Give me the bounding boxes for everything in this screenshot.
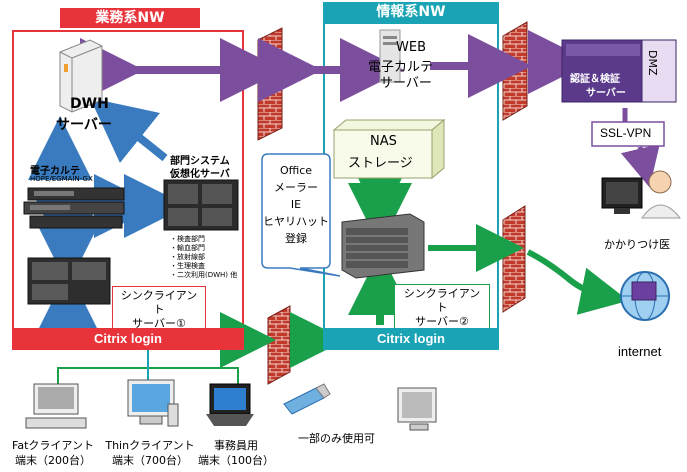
dwh-server-icon <box>59 39 103 113</box>
nas-box <box>332 118 446 180</box>
arrow-vpn-doctor <box>620 143 660 188</box>
fat-terminal-label-1: Fatクライアント <box>12 439 94 452</box>
ssl-vpn-label: SSL-VPN <box>600 126 652 140</box>
firewall-2 <box>502 21 528 121</box>
office-terminal-label-2: 端末（100台） <box>198 454 274 467</box>
office-callout-line-3: IE <box>290 198 302 211</box>
web-server-icon <box>379 29 401 83</box>
restricted-terminal-icon <box>397 387 437 431</box>
office-terminal-label: 事務員用 端末（100台） <box>196 438 276 468</box>
business-zone-title: 業務系NW <box>60 8 200 28</box>
arrow-dept-dwh <box>90 98 168 163</box>
thin-server-1-label-2: サーバー① <box>132 317 186 330</box>
web-server-label-2: 電子カルテ <box>368 60 434 75</box>
citrix-login-info: Citrix login <box>323 328 499 350</box>
internet-globe-icon <box>620 271 670 321</box>
thin-server-2-label-2: サーバー② <box>415 315 469 328</box>
usb-label: 一部のみ使用可 <box>298 432 375 445</box>
dept-item-1: ・検査部門 <box>170 235 205 243</box>
nas-label-2: ストレージ <box>348 156 413 171</box>
citrix-login-business: Citrix login <box>12 328 244 350</box>
office-callout-text: Office メーラー IE ヒヤリハット 登録 <box>262 162 330 247</box>
office-callout-bubble <box>261 153 341 277</box>
office-callout-line-2: メーラー <box>274 181 318 194</box>
auth-label-1: 認証＆検証 <box>570 74 620 85</box>
emr-label-2: HOPE/EGMAIN-GX <box>30 175 93 183</box>
dept-item-2: ・輸血部門 <box>170 244 205 252</box>
auth-label-2: サーバー <box>586 88 626 99</box>
arrow-firewall-internet <box>526 249 629 315</box>
info-zone-title: 情報系NW <box>323 2 499 22</box>
thin-server-1-label: シンクライアント サーバー① <box>112 286 206 334</box>
emr-label-1: 電子カルテ <box>30 166 80 177</box>
thin-server-2-label: シンクライアント サーバー② <box>394 284 490 332</box>
dmz-block <box>561 39 677 103</box>
thin-server-2-icon <box>341 213 425 279</box>
office-callout-line-4: ヒヤリハット <box>263 215 329 228</box>
thin-server-1-label-1: シンクライアント <box>120 289 198 316</box>
dwh-label-1: DWH <box>70 96 109 112</box>
web-server-label-1: WEB <box>396 40 426 55</box>
office-callout-line-5: 登録 <box>285 232 307 245</box>
doctor-icon <box>601 170 682 219</box>
nas-label-1: NAS <box>370 134 397 149</box>
thin-client-icon <box>127 379 179 427</box>
office-terminal-icon <box>206 383 254 426</box>
thin-terminal-label-1: Thinクライアント <box>105 439 195 452</box>
firewall-4 <box>267 305 291 385</box>
dept-item-4: ・生理検査 <box>170 262 205 270</box>
thin-server-2-label-1: シンクライアント <box>403 287 481 314</box>
ssl-vpn-box <box>591 121 665 147</box>
dept-label-2: 仮想化サーバ <box>170 169 230 180</box>
dmz-label: DMZ <box>646 50 659 76</box>
thin-terminal-label-2: 端末（700台） <box>112 454 188 467</box>
thin-server-1-icon <box>27 257 111 305</box>
thin-terminal-label: Thinクライアント 端末（700台） <box>102 438 198 468</box>
usb-drive-icon <box>283 383 331 415</box>
office-terminal-label-1: 事務員用 <box>214 439 258 452</box>
fat-terminal-label: Fatクライアント 端末（200台） <box>6 438 100 468</box>
dwh-label-2: サーバー <box>56 117 112 133</box>
internet-label: internet <box>618 344 662 359</box>
firewall-3 <box>502 205 526 313</box>
dept-item-3: ・放射線部 <box>170 253 205 261</box>
fat-terminal-label-2: 端末（200台） <box>15 454 91 467</box>
dept-label-1: 部門システム <box>170 156 230 167</box>
dept-server-icon <box>163 179 239 231</box>
emr-server-icon <box>23 187 125 229</box>
web-server-label-3: サーバー <box>380 76 432 91</box>
dept-item-5: ・二次利用(DWH) 他 <box>170 271 238 279</box>
fat-client-icon <box>25 383 87 429</box>
firewall-1 <box>257 27 283 141</box>
office-callout-line-1: Office <box>279 164 313 177</box>
family-doctor-label: かかりつけ医 <box>604 238 671 251</box>
